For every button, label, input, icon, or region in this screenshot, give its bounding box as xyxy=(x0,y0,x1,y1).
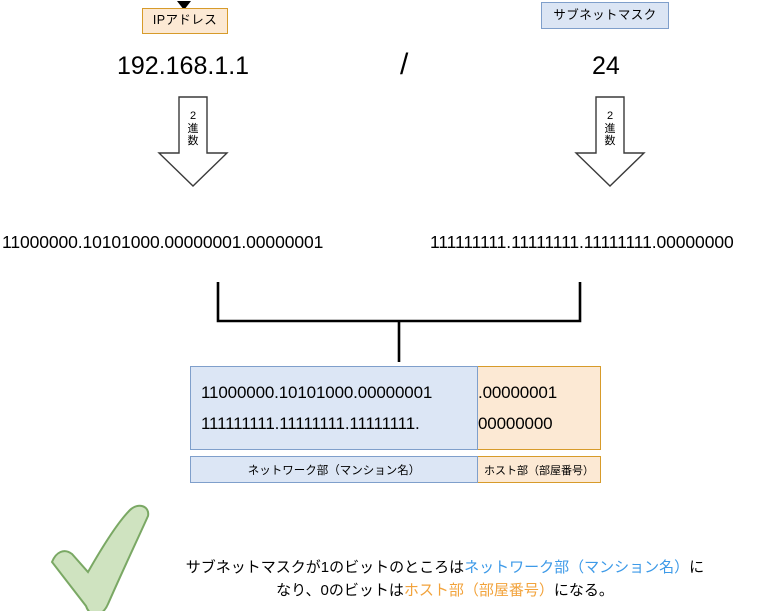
host-part-cell: .00000001 00000000 xyxy=(478,366,601,450)
binary-conversion-arrow-left: 2 進 数 xyxy=(156,96,230,188)
mask-binary-string: 111111111.11111111.11111111.00000000 xyxy=(430,232,734,252)
check-mark-icon xyxy=(48,500,163,611)
network-host-split-table: 11000000.10101000.00000001 111111111.111… xyxy=(190,366,601,483)
caption-line-1: サブネットマスクが1のビットのところはネットワーク部（マンション名）に xyxy=(110,556,780,579)
binary-conversion-arrow-right: 2 進 数 xyxy=(573,96,647,188)
caption-line2-highlight: ホスト部（部屋番号） xyxy=(403,582,554,600)
subnet-mask-tag: サブネットマスク xyxy=(541,2,669,29)
caption-line1-part2: に xyxy=(689,559,705,576)
ip-address-tag: IPアドレス xyxy=(142,8,228,34)
table-binary-rows: 11000000.10101000.00000001 111111111.111… xyxy=(190,366,601,450)
caption-line1-part1: サブネットマスクが1のビットのところは xyxy=(185,559,465,576)
caret-down-icon xyxy=(177,1,191,10)
caption-line-2: なり、0のビットはホスト部（部屋番号）になる。 xyxy=(110,579,780,602)
table-label-row: ネットワーク部（マンション名） ホスト部（部屋番号） xyxy=(190,456,601,483)
ip-binary-string: 11000000.10101000.00000001.00000001 xyxy=(2,232,324,252)
cidr-separator: / xyxy=(400,48,409,81)
ip-address-value: 192.168.1.1 xyxy=(117,52,250,80)
caption-line2-part2: になる。 xyxy=(553,582,614,600)
host-part-label: ホスト部（部屋番号） xyxy=(478,456,601,483)
network-part-row2: 111111111.11111111.11111111. xyxy=(201,413,420,433)
host-part-row2: 00000000 xyxy=(478,413,553,433)
network-part-label: ネットワーク部（マンション名） xyxy=(190,456,478,483)
cidr-prefix-value: 24 xyxy=(592,52,620,80)
merge-bracket-connector xyxy=(180,280,610,365)
network-part-cell: 11000000.10101000.00000001 111111111.111… xyxy=(190,366,478,450)
caption-text: サブネットマスクが1のビットのところはネットワーク部（マンション名）に なり、0… xyxy=(110,556,780,603)
network-part-row1: 11000000.10101000.00000001 xyxy=(201,382,433,402)
caption-line1-highlight: ネットワーク部（マンション名） xyxy=(464,559,690,576)
caption-line2-part1: なり、0のビットは xyxy=(276,582,404,600)
host-part-row1: .00000001 xyxy=(478,382,558,402)
